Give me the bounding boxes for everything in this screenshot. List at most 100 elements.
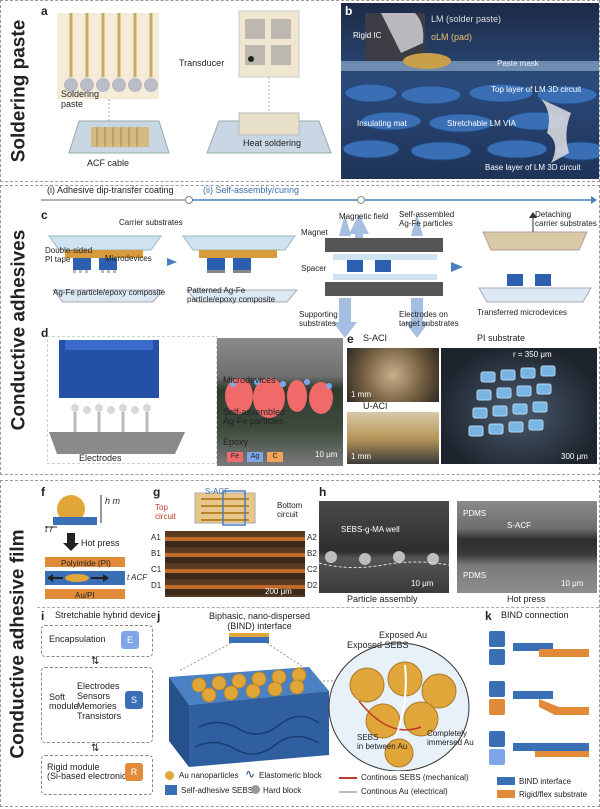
label-microdevices-c: Microdevices [105, 254, 152, 263]
label-polyimide: Polyimide (PI) [61, 559, 111, 568]
label-transferred: Transferred microdevices [477, 308, 567, 317]
legend-mech-text: Continous SEBS (mechanical) [361, 773, 469, 782]
label-lm: LM (solder paste) [431, 14, 502, 24]
caption-hot-press: Hot press [507, 594, 546, 604]
label-tacf: t ACF [127, 573, 148, 582]
label-top-layer: Top layer of LM 3D circuit [491, 85, 582, 94]
panel-e-u-aci-photo [347, 412, 439, 464]
legend-hard-text: Hard block [263, 786, 302, 795]
step-1-label: (i) Adhesive dip-transfer coating [47, 185, 174, 195]
panel-f-illustration [45, 495, 125, 599]
panel-d-label: d [41, 326, 49, 340]
panel-h-sem1 [319, 501, 449, 593]
label-carrier: Carrier substrates [119, 218, 183, 227]
legend-elec-text: Continous Au (electrical) [361, 787, 448, 796]
connect-arrows-1: ⇅ [91, 656, 100, 667]
label-transducer: Transducer [179, 58, 225, 68]
label-detaching: Detaching carrier substrates [535, 210, 597, 228]
step-arrow [41, 196, 597, 204]
puzzle-s-icon: S [125, 691, 143, 709]
label-pdms-top: PDMS [463, 509, 487, 518]
panel-a-label: a [41, 4, 48, 18]
label-s-acf-g: S-ACF [205, 487, 229, 496]
label-supporting: Supporting substrates [299, 310, 338, 328]
label-completely: Completely immersed Au [427, 729, 474, 747]
puzzle-r-icon: R [125, 763, 143, 781]
section-title-film: Conductive adhesive film [8, 528, 29, 759]
scale-h1: 10 μm [411, 579, 434, 588]
scale-d: 10 μm [315, 450, 338, 459]
legend-au-text: Au nanoparticles [179, 771, 239, 780]
scale-g: 200 μm [265, 587, 292, 596]
section-conductive-adhesive-film: Conductive adhesive film f t r h m Hot p… [0, 480, 600, 807]
label-self-assembled-c: Self-assembled Ag-Fe particles [399, 210, 455, 228]
label-microdevices-d: Microdevices [223, 375, 276, 385]
section-soldering-paste: Soldering paste a Soldering paste Transd… [0, 0, 600, 182]
panel-e-s-aci-photo [347, 348, 439, 402]
section-title-soldering: Soldering paste [8, 19, 29, 163]
step-2-label: (ii) Self-assembly/curing [203, 185, 300, 195]
legend-elastomeric-icon: ∿ [245, 767, 256, 781]
divider [37, 607, 599, 608]
panel-g-micrograph [165, 531, 305, 597]
panel-d-particles [225, 378, 333, 418]
row-c2: C2 [307, 565, 318, 574]
label-bottom-circuit: Bottom circuit [277, 501, 303, 519]
legend-c: C [267, 452, 283, 462]
label-olm: oLM (pad) [431, 32, 473, 42]
row-d2: D2 [307, 581, 318, 590]
label-soft-items: Electrodes Sensors Memories Transistors [77, 681, 122, 721]
label-soft-module: Soft module [49, 692, 79, 711]
section-title-conductive-adhesives: Conductive adhesives [8, 229, 29, 431]
panel-g-schematic [194, 490, 256, 526]
label-aupi: Au/PI [75, 591, 95, 600]
label-exposed-au: Exposed Au [379, 630, 428, 640]
panel-e-pads [468, 365, 556, 437]
panel-f-label: f [41, 485, 45, 499]
box-soft-module [41, 667, 153, 743]
legend-bind-icon [497, 777, 515, 785]
label-exposed-sebs: Exposed SEBS [347, 640, 409, 650]
panel-i-title: Stretchable hybrid device [55, 610, 157, 620]
label-agfe-epoxy: Ag-Fe particle/epoxy composite [53, 288, 166, 297]
scale-e3: 300 μm [561, 452, 588, 461]
label-encapsulation: Encapsulation [49, 634, 106, 644]
box-encapsulation [41, 625, 153, 657]
panel-k-label: k [485, 609, 492, 623]
panel-a-illustration [57, 10, 332, 154]
label-magnet: Magnet [301, 228, 328, 237]
legend-fe: Fe [227, 452, 243, 462]
label-electrodes-target: Electrodes on target substrates [399, 310, 459, 328]
label-paste-mask: Paste mask [497, 59, 539, 68]
label-pi-substrate: PI substrate [477, 333, 526, 343]
panel-e-label: e [347, 332, 354, 346]
panel-h-label: h [319, 485, 327, 499]
panel-b-label: b [345, 4, 353, 18]
panel-g-label: g [153, 485, 161, 499]
legend-au-icon [165, 771, 174, 780]
label-self-assembled-d: Self-assembled Ag-Fe particles [223, 407, 286, 426]
row-b1: B1 [151, 549, 161, 558]
label-s-aci: S-ACI [363, 333, 388, 343]
label-base-layer: Base layer of LM 3D circuit [485, 163, 581, 172]
row-c1: C1 [151, 565, 162, 574]
label-tr: t r [45, 524, 53, 534]
legend-sebs-text: Self-adhesive SEBS [181, 786, 254, 795]
scale-e2: 1 mm [351, 452, 371, 461]
label-rigid-module: Rigid module (Si-based electronics) [47, 762, 135, 781]
section-conductive-adhesives: Conductive adhesives (i) Adhesive dip-tr… [0, 185, 600, 475]
label-top-circuit: Top circuit [155, 503, 176, 521]
label-magnetic-field: Magnetic field [339, 212, 389, 221]
panel-j-label: j [157, 609, 161, 623]
label-hm: h m [105, 496, 121, 506]
panel-k-title: BIND connection [501, 610, 569, 620]
legend-bind-text: BIND interface [519, 777, 572, 786]
label-heat-soldering: Heat soldering [243, 138, 302, 148]
row-b2: B2 [307, 549, 317, 558]
legend-rigid-text: Rigid/flex substrate [519, 790, 588, 799]
label-spacer: Spacer [301, 264, 327, 273]
label-hot-press: Hot press [81, 538, 120, 548]
legend-sebs-icon [165, 785, 177, 795]
puzzle-e-icon: E [121, 631, 139, 649]
label-patterned: Patterned Ag-Fe particle/epoxy composite [187, 286, 276, 304]
